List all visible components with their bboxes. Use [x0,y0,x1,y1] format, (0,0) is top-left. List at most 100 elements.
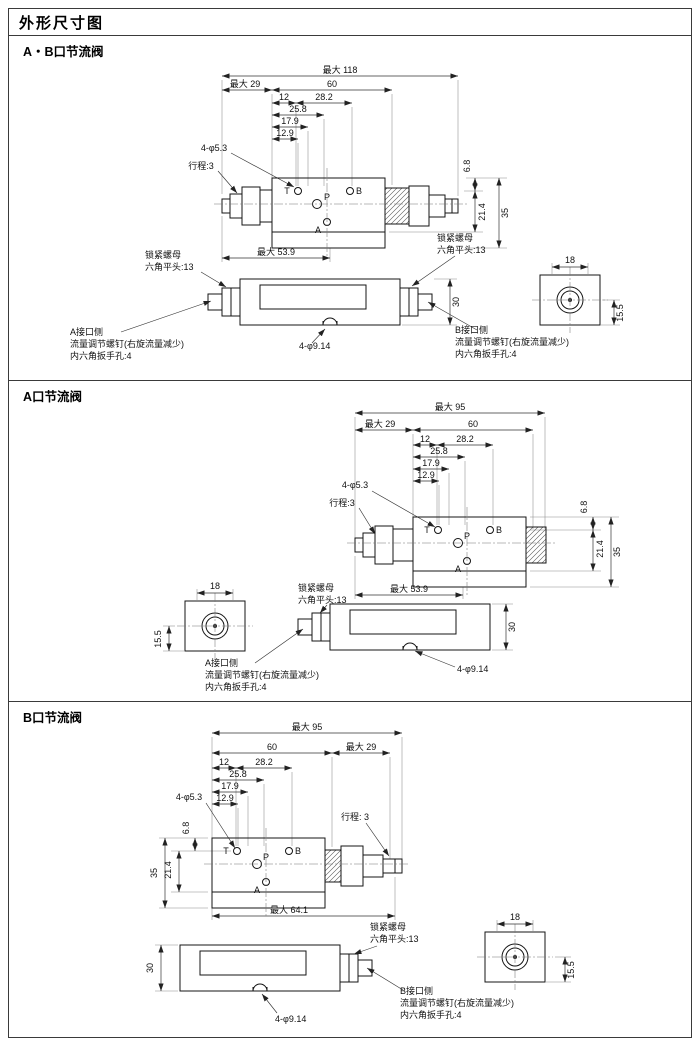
port-label-t: T [424,525,430,535]
dim-label-hole-bottom: 4-φ9.14 [275,1014,306,1024]
dim-label-21-4: 21.4 [477,203,487,221]
valve-body-outline [221,177,459,249]
lock-nut-line2: 六角平头:13 [370,933,419,944]
callout-b-line1: B接口侧 [455,324,488,335]
extension-lines [354,417,619,599]
leader-lines [254,604,456,668]
page-title: 外形尺寸图 [19,14,105,32]
callout-a-line2: 流量调节螺钉(右旋流量减少) [205,669,319,680]
extension-lines [402,278,457,326]
dim-label-21-4: 21.4 [595,540,605,558]
section-label: A・B口节流阀 [23,44,104,59]
dim-label-60: 60 [267,742,277,752]
callout-b-line3: 内六角扳手孔:4 [455,348,517,359]
dim-label-28-2: 28.2 [315,92,333,102]
lock-nut-line2: 六角平头:13 [298,594,347,605]
extension-lines [551,263,620,326]
dim-label-17-9: 17.9 [281,116,299,126]
dim-label-12: 12 [279,92,289,102]
dim-label-hole-bottom: 4-φ9.14 [299,341,330,351]
center-lines [177,593,253,659]
dim-label-max29: 最大 29 [365,418,396,429]
lock-nut-left-line2: 六角平头:13 [145,261,194,272]
dim-label-25-8: 25.8 [289,104,307,114]
front-view: 30 锁紧螺母 六角平头:13 B接口侧 流量调节螺钉(右旋流量减少) 内六角扳… [145,921,514,1024]
stroke-label: 行程:3 [188,160,214,171]
stroke-label: 行程: 3 [341,811,369,822]
end-view: 18 15.5 [477,912,576,990]
front-view-outline [179,944,373,992]
callout-b-line1: B接口侧 [400,985,433,996]
callout-a-line2: 流量调节螺钉(右旋流量减少) [70,338,184,349]
port-label-t: T [223,846,229,856]
dim-label-35: 35 [500,208,510,218]
dim-label-max-bottom: 最大 53.9 [390,583,428,594]
end-view: 18 15.5 [153,581,253,659]
callout-b-line3: 内六角扳手孔:4 [400,1009,462,1020]
dim-label-max-width: 最大 95 [435,401,466,412]
port-label-b: B [356,186,362,196]
top-view: 最大 95 60 最大 29 12 28.2 25.8 17.9 12.9 4-… [149,721,409,920]
port-label-a: A [254,885,260,895]
page-title-bar: 外形尺寸图 [9,9,691,36]
dim-label-max29: 最大 29 [346,741,377,752]
dim-label-max-width: 最大 95 [292,721,323,732]
dim-label-60: 60 [468,419,478,429]
dim-label-12-9: 12.9 [216,793,234,803]
dim-label-15-5: 15.5 [615,304,625,322]
center-lines [532,267,608,333]
section-ab-valve: A・B口节流阀 [9,36,691,381]
dimension-lines [162,730,402,919]
callout-a-line1: A接口侧 [70,326,103,337]
section-label: B口节流阀 [23,710,82,725]
lock-nut-left-line1: 锁紧螺母 [145,249,181,260]
front-view-outline [207,278,433,326]
hatch-block [525,526,547,564]
lock-nut-right-line2: 六角平头:13 [437,244,486,255]
center-lines [214,168,467,258]
section-a-valve: A口节流阀 [9,381,691,702]
dim-label-hole-bottom: 4-φ9.14 [457,664,488,674]
front-view-outline [297,603,491,651]
callout-a-line1: A接口侧 [205,657,238,668]
dim-label-35: 35 [149,868,159,878]
dim-label-30: 30 [145,963,155,973]
callout-a-line3: 内六角扳手孔:4 [70,350,132,361]
dim-label-12-9: 12.9 [417,470,435,480]
lock-nut-line1: 锁紧螺母 [298,582,334,593]
callout-b-line2: 流量调节螺钉(右旋流量减少) [400,997,514,1008]
extension-lines [492,603,513,651]
dim-label-17-9: 17.9 [221,781,239,791]
front-view: 30 锁紧螺母 六角平头:13 锁紧螺母 六角平头:13 A接口侧 流量调节螺钉… [70,232,569,361]
dim-label-6-8: 6.8 [579,501,589,514]
dimension-lines [497,921,568,982]
center-lines [347,507,557,595]
dim-label-28-2: 28.2 [456,434,474,444]
port-label-t: T [284,186,290,196]
extension-lines [221,80,507,262]
section-label: A口节流阀 [23,389,82,404]
lock-nut-line1: 锁紧螺母 [370,921,406,932]
dim-label-25-8: 25.8 [229,769,247,779]
drawing-page: 外形尺寸图 A・B口节流阀 [8,8,692,1038]
hatch-block [384,187,410,225]
dim-label-35: 35 [612,547,622,557]
dim-label-hole-top: 4-φ5.3 [201,143,227,153]
dim-label-max-bottom: 最大 64.1 [270,904,308,915]
port-label-a: A [315,225,321,235]
dim-label-15-5: 15.5 [566,961,576,979]
port-label-b: B [496,525,502,535]
port-label-p: P [324,192,330,202]
dim-label-18: 18 [510,912,520,922]
callout-a-line3: 内六角扳手孔:4 [205,681,267,692]
dim-label-12: 12 [420,434,430,444]
dim-label-18: 18 [565,255,575,265]
dimension-lines [166,590,233,651]
leader-lines [358,490,436,535]
dim-label-hole-top: 4-φ5.3 [176,792,202,802]
top-view: 最大 95 最大 29 60 12 28.2 25.8 17.9 12.9 4-… [329,401,622,599]
extension-lines [155,944,178,992]
section-ab-drawing: A・B口节流阀 [23,44,625,361]
top-view: 最大 118 最大 29 60 12 28.2 25.8 17.9 12.9 4… [188,64,510,262]
extension-lines [159,737,403,920]
